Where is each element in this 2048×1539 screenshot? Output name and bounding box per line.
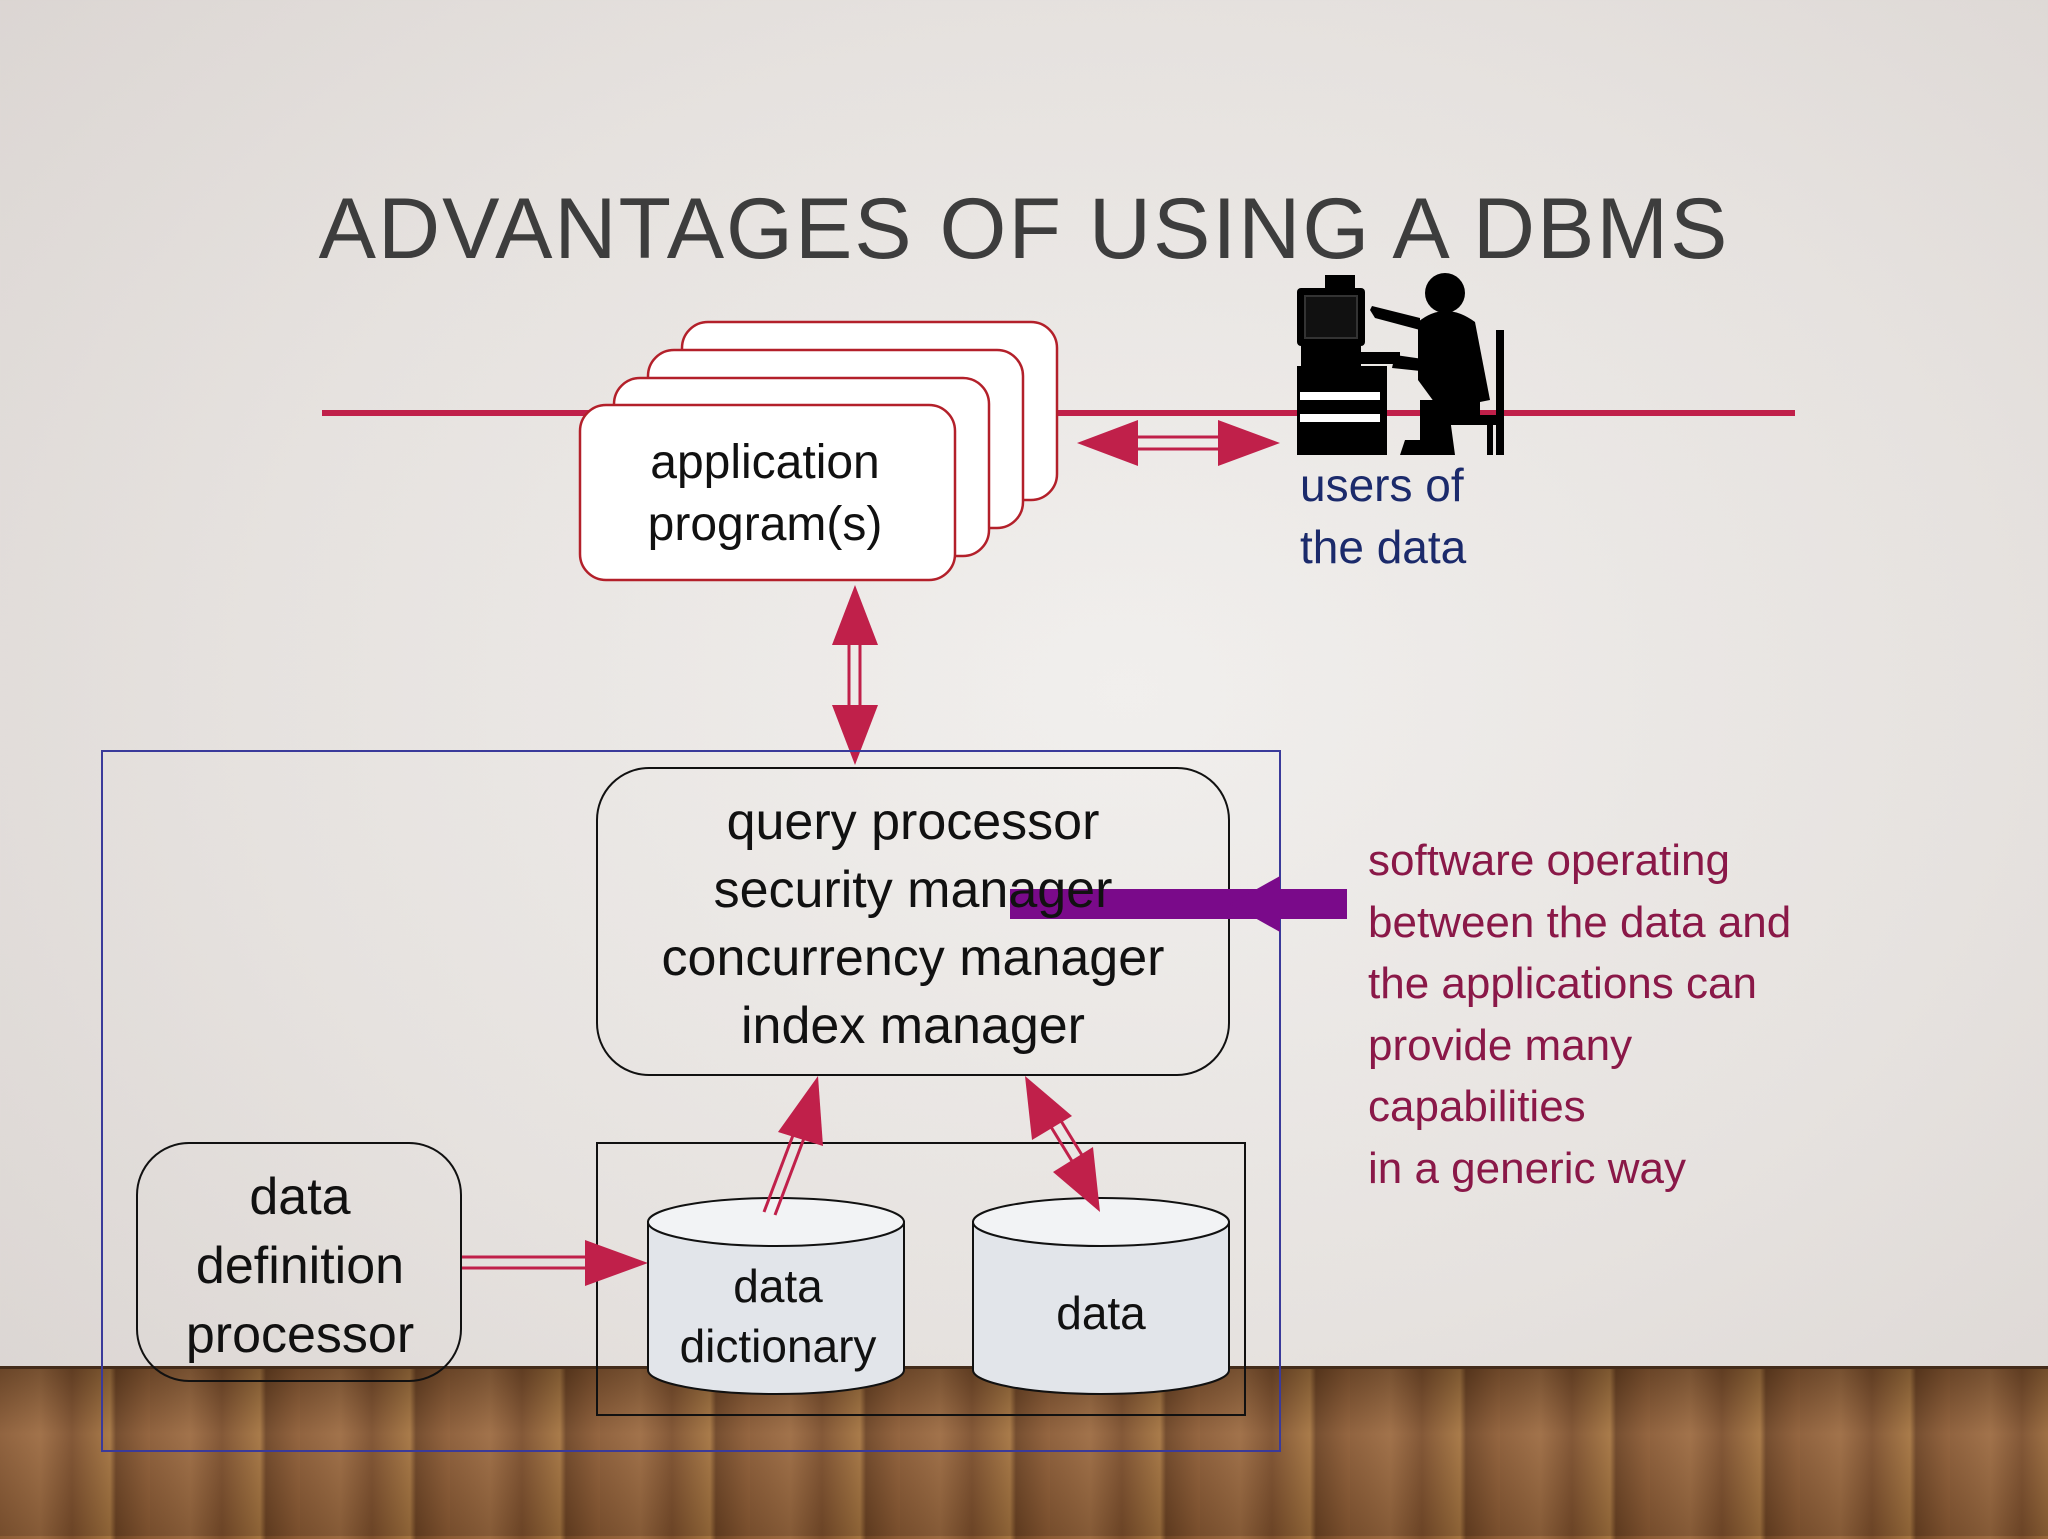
slide-title: ADVANTAGES OF USING A DBMS (318, 181, 1730, 277)
data-definition-processor-box (136, 1142, 462, 1382)
app-card-front (578, 403, 957, 582)
concurrency-manager-label: concurrency manager (661, 929, 1165, 987)
purple-pointer-arrow (1010, 876, 1347, 932)
dbms-components-label: query processor security manager concurr… (600, 788, 1226, 1060)
data-dictionary-label: data dictionary (679, 1260, 877, 1372)
app-users-arrow (1077, 420, 1280, 466)
app-dbms-arrow (832, 585, 878, 765)
dbms-frame (101, 750, 1281, 1452)
dbms-components-box (596, 767, 1230, 1076)
data-store-label: data (1056, 1287, 1146, 1339)
computer-user-icon (1297, 273, 1504, 455)
data-definition-processor-label: data definition processor (185, 1168, 415, 1364)
application-program-stack (578, 320, 1059, 582)
application-programs-label: application program(s) (647, 436, 883, 551)
dictionary-to-dbms-arrow (762, 1076, 823, 1216)
data-dictionary-cylinder (647, 1197, 905, 1395)
dbms-note: software operating between the data and … (1368, 836, 1792, 1193)
query-processor-label: query processor (726, 793, 1100, 851)
security-manager-label: security manager (713, 861, 1113, 919)
users-label: users of the data (1300, 459, 1467, 573)
index-manager-label: index manager (741, 997, 1085, 1055)
ddp-to-dictionary-arrow (462, 1240, 648, 1286)
dbms-data-arrow (1025, 1076, 1100, 1212)
data-cylinder (972, 1197, 1230, 1395)
